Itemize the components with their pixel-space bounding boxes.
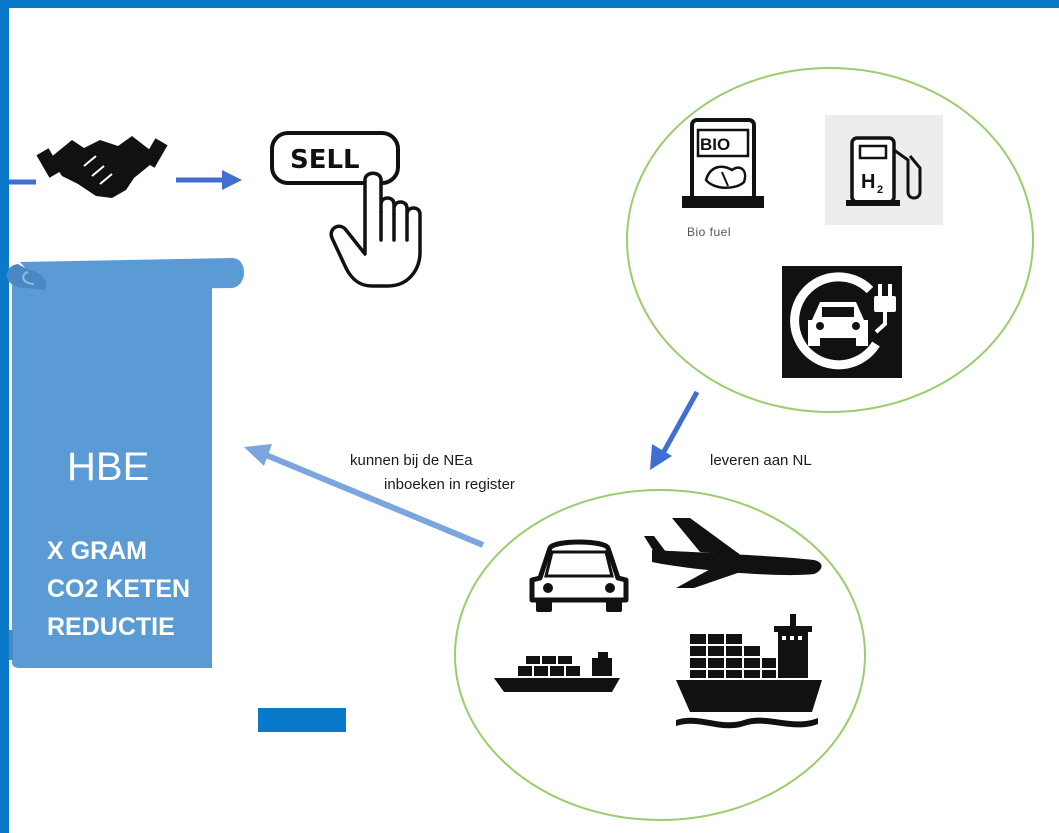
- deliver-arrow-line: [659, 390, 700, 457]
- deliver-label: leveren aan NL: [710, 452, 812, 469]
- hbe-line-2: CO2 KETEN: [47, 575, 191, 603]
- bio-label: BIO: [700, 135, 730, 154]
- h2-subscript: 2: [877, 184, 883, 196]
- hbe-title: HBE: [67, 445, 150, 489]
- biofuel-caption: Bio fuel: [687, 225, 732, 239]
- blue-block: [258, 708, 346, 732]
- arrow-to-sell-head: [222, 170, 242, 190]
- top-frame-bar: [0, 0, 1059, 8]
- airplane-icon: [644, 518, 822, 588]
- hbe-line-3: REDUCTIE: [47, 613, 175, 641]
- register-label-line-1: kunnen bij de NEa: [350, 452, 473, 469]
- register-arrow-head: [244, 444, 272, 466]
- sell-label: SELL: [290, 145, 360, 175]
- deliver-arrow-head: [650, 444, 672, 470]
- hbe-line-1: X GRAM: [47, 537, 147, 565]
- register-arrow-line: [264, 452, 485, 548]
- register-label-line-2: inboeken in register: [384, 476, 515, 493]
- electric-car-charging-icon: [782, 266, 902, 378]
- hbe-description: X GRAM CO2 KETEN REDUCTIE: [47, 532, 190, 646]
- cargo-ship-icon: [494, 652, 620, 692]
- zee-label: zee: [733, 710, 748, 720]
- hand-pointer-icon: [329, 171, 422, 288]
- left-frame-bar: [0, 0, 9, 833]
- hydrogen-pump-icon: H 2: [825, 115, 943, 225]
- car-icon: [529, 539, 629, 612]
- handshake-icon: [36, 136, 168, 198]
- sell-button-icon: SELL: [270, 131, 400, 185]
- hbe-scroll: [6, 258, 244, 668]
- h2-label: H: [861, 171, 875, 193]
- container-ship-icon: [676, 614, 822, 729]
- bio-fuel-pump-icon: BIO: [682, 118, 764, 208]
